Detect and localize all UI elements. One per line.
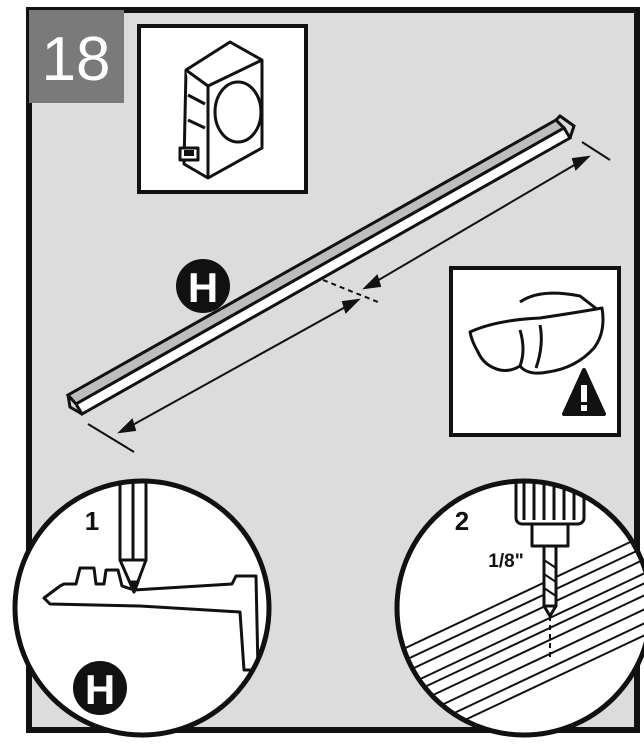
- safety-glasses-icon: [468, 291, 605, 375]
- detail-2: 2 1/8": [394, 478, 644, 738]
- tape-measure-icon: [178, 40, 264, 180]
- detail-part-label-h-text: H: [85, 666, 115, 713]
- detail-1-label: 1: [85, 506, 99, 536]
- step-number: 18: [42, 25, 111, 94]
- pencil-icon: [118, 481, 148, 594]
- drill-icon: [514, 481, 586, 618]
- part-label-h: H: [176, 259, 230, 313]
- detail-part-label-h: [73, 661, 127, 715]
- center-mark: [322, 279, 379, 303]
- rail-h: [65, 114, 576, 417]
- detail-1: 1 H: [12, 478, 272, 738]
- dimension-lines: [87, 141, 611, 453]
- part-label-h-text: H: [188, 264, 218, 311]
- safety-glasses-box: [449, 266, 621, 437]
- detail-2-label: 2: [455, 506, 469, 536]
- tape-measure-box: [137, 24, 308, 194]
- step-badge: [29, 10, 124, 103]
- drill-size-label: 1/8": [488, 551, 523, 572]
- warning-icon: [562, 368, 606, 416]
